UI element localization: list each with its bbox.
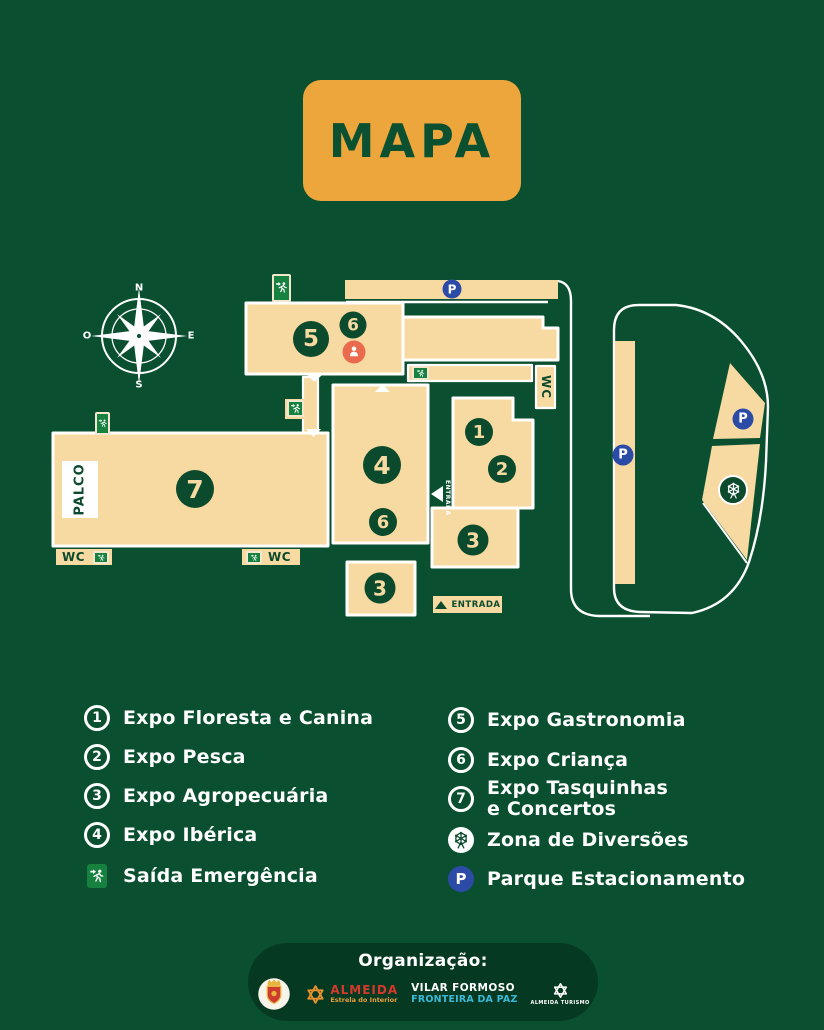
emergency-exit-icon — [272, 274, 291, 302]
legend-label: Expo Gastronomia — [487, 708, 686, 731]
legend-badge-6: 6 — [448, 747, 474, 773]
legend-badge-3: 3 — [84, 783, 110, 809]
marker-expo-1: 1 — [465, 418, 493, 446]
kids-zone-icon — [342, 340, 366, 364]
arrow-up-building-4 — [375, 384, 390, 392]
legend-item-gastronomia: 5 Expo Gastronomia — [448, 707, 686, 733]
organization-footer: Organização: ALMEIDA Estrela do Interior… — [248, 943, 598, 1021]
almeida-logo: ALMEIDA Estrela do Interior — [305, 982, 399, 1005]
legend-label: Zona de Diversões — [487, 828, 689, 851]
emergency-exit-icon — [87, 864, 107, 888]
marker-expo-2: 2 — [488, 455, 516, 483]
marker-expo-3b: 3 — [364, 572, 396, 604]
palco-stage-label: PALCO — [62, 461, 98, 518]
compass-east: E — [187, 330, 195, 342]
marker-expo-5: 5 — [293, 321, 329, 357]
wc-label-left: WC — [62, 550, 86, 564]
star-icon — [305, 984, 326, 1005]
building-1-2 — [451, 396, 535, 510]
legend-item-tasquinhas: 7 Expo Tasquinhas e Concertos — [448, 778, 687, 819]
parking-icon: P — [612, 444, 634, 466]
compass-west: O — [82, 330, 92, 342]
arrow-down-corridor-bottom — [306, 429, 321, 437]
marker-expo-6: 6 — [339, 311, 367, 339]
legend-label: Expo Criança — [487, 748, 629, 771]
entrada-arrow-icon — [434, 600, 447, 609]
ferris-wheel-icon — [448, 827, 474, 853]
organization-title: Organização: — [358, 951, 488, 971]
legend-item-estacionamento: P Parque Estacionamento — [448, 866, 745, 892]
legend-label: Expo Tasquinhas e Concertos — [487, 777, 668, 820]
almeida-logo-subtitle: Estrela do Interior — [330, 996, 398, 1005]
parking-icon: P — [442, 279, 462, 299]
parking-icon: P — [448, 866, 474, 892]
corridor — [301, 375, 320, 435]
legend-item-crianca: 6 Expo Criança — [448, 747, 628, 773]
road-loop-inner — [702, 502, 748, 564]
legend-badge-7: 7 — [448, 785, 474, 812]
wc-label-right: WC — [268, 550, 292, 564]
legend-item-diversoes: Zona de Diversões — [448, 827, 689, 853]
arrow-down-corridor-top — [307, 375, 322, 382]
legend-badge-4: 4 — [84, 822, 110, 848]
marker-expo-3: 3 — [457, 524, 489, 556]
almeida-crest-logo — [256, 974, 292, 1014]
legend-label: Expo Pesca — [123, 745, 246, 768]
legend-label: Expo Ibérica — [123, 823, 258, 846]
marker-expo-6b: 6 — [369, 508, 397, 536]
entrada-sign-plate — [433, 596, 502, 613]
legend-item-saida: Saída Emergência — [84, 864, 318, 888]
vilar-formoso-line1: VILAR FORMOSO — [411, 982, 515, 994]
emergency-exit-icon — [95, 412, 110, 435]
legend-item-agropecuaria: 3 Expo Agropecuária — [84, 783, 328, 809]
compass-south: S — [135, 379, 143, 391]
building-top-right — [401, 315, 560, 362]
vilar-formoso-line2: FRONTEIRA DA PAZ — [411, 993, 518, 1005]
entrada-side-label: ENTRADA — [444, 480, 451, 516]
legend-item-floresta: 1 Expo Floresta e Canina — [84, 705, 373, 731]
legend-label: Saída Emergência — [123, 864, 318, 887]
ferris-wheel-icon — [718, 475, 748, 505]
parking-icon: P — [732, 408, 754, 430]
wc-box-right — [534, 364, 557, 410]
entrada-main-sign: ENTRADA — [433, 596, 502, 613]
legend-label: Expo Agropecuária — [123, 784, 329, 807]
road-right — [557, 279, 650, 618]
emergency-exit-icon — [412, 366, 429, 380]
map-title: MAPA — [328, 113, 496, 168]
map-title-box: MAPA — [303, 80, 521, 201]
legend-item-iberica: 4 Expo Ibérica — [84, 822, 257, 848]
emergency-exit-icon — [246, 551, 262, 564]
legend-badge-5: 5 — [448, 707, 474, 733]
road-loop — [612, 303, 770, 615]
almeida-turismo-logo: ALMEIDA TURISMO — [531, 982, 590, 1006]
arrow-left-entrada-side — [431, 486, 443, 502]
vilar-formoso-logo: VILAR FORMOSO FRONTEIRA DA PAZ — [411, 982, 518, 1005]
compass-rose — [91, 288, 187, 384]
compass-north: N — [134, 282, 144, 294]
building-thin-strip — [406, 363, 534, 383]
legend-badge-1: 1 — [84, 705, 110, 731]
almeida-turismo-label: ALMEIDA TURISMO — [530, 1000, 590, 1006]
emergency-exit-icon — [287, 400, 304, 417]
organization-logos: ALMEIDA Estrela do Interior VILAR FORMOS… — [256, 974, 589, 1014]
legend-label: Parque Estacionamento — [487, 867, 746, 890]
wc-label-vertical: WC — [539, 374, 554, 400]
emergency-exit-icon — [93, 551, 109, 564]
almeida-logo-name: ALMEIDA — [330, 982, 399, 997]
marker-expo-4: 4 — [363, 446, 401, 484]
flow-arrows — [306, 375, 443, 502]
marker-expo-7: 7 — [176, 470, 214, 508]
legend-badge-2: 2 — [84, 744, 110, 770]
legend-item-pesca: 2 Expo Pesca — [84, 744, 246, 770]
legend-label: Expo Floresta e Canina — [123, 706, 374, 729]
star-icon — [552, 982, 569, 999]
